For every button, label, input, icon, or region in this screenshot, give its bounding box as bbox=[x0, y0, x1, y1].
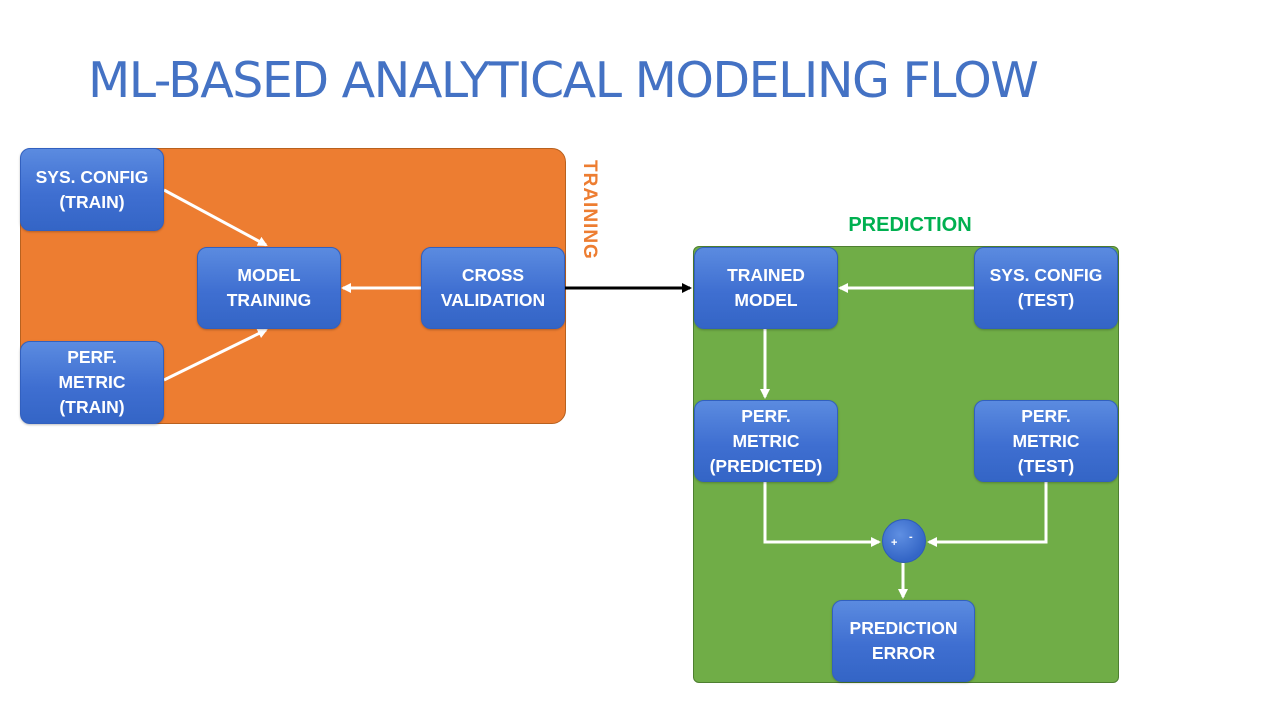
edge-perf-metric-predicted-to-sum bbox=[763, 482, 881, 547]
summing-junction-node: + - bbox=[882, 519, 926, 563]
sum-plus-sign: + bbox=[891, 537, 898, 549]
cross-validation-node: CROSS VALIDATION bbox=[421, 247, 565, 329]
edge-perf-metric-train-to-model-training bbox=[163, 328, 268, 382]
model-training-label: MODEL TRAINING bbox=[226, 265, 312, 310]
prediction-error-node: PREDICTION ERROR bbox=[832, 600, 975, 682]
perf-metric-predicted-label: PERF. METRIC (PREDICTED) bbox=[709, 405, 823, 476]
sum-minus-sign: - bbox=[909, 531, 913, 543]
training-region-label: TRAINING bbox=[579, 160, 600, 260]
edge-perf-metric-test-to-sum bbox=[927, 482, 1048, 547]
cross-validation-label: CROSS VALIDATION bbox=[440, 265, 546, 310]
model-training-node: MODEL TRAINING bbox=[197, 247, 341, 329]
perf-metric-train-label: PERF. METRIC (TRAIN) bbox=[58, 347, 126, 417]
prediction-region-label: PREDICTION bbox=[848, 214, 972, 236]
trained-model-label: TRAINED MODEL bbox=[727, 265, 805, 310]
sys-config-train-label: SYS. CONFIG (TRAIN) bbox=[35, 166, 149, 212]
edge-sys-config-train-to-model-training bbox=[163, 188, 268, 247]
sys-config-test-label: SYS. CONFIG (TEST) bbox=[989, 265, 1103, 310]
perf-metric-train-node: PERF. METRIC (TRAIN) bbox=[20, 341, 164, 424]
perf-metric-test-label: PERF. METRIC (TEST) bbox=[1012, 405, 1080, 476]
sys-config-test-node: SYS. CONFIG (TEST) bbox=[974, 247, 1118, 329]
perf-metric-predicted-node: PERF. METRIC (PREDICTED) bbox=[694, 400, 838, 482]
page-title: ML-BASED ANALYTICAL MODELING FLOW bbox=[88, 52, 1039, 109]
perf-metric-test-node: PERF. METRIC (TEST) bbox=[974, 400, 1118, 482]
trained-model-node: TRAINED MODEL bbox=[694, 247, 838, 329]
prediction-error-label: PREDICTION ERROR bbox=[849, 618, 958, 663]
sys-config-train-node: SYS. CONFIG (TRAIN) bbox=[20, 148, 164, 231]
